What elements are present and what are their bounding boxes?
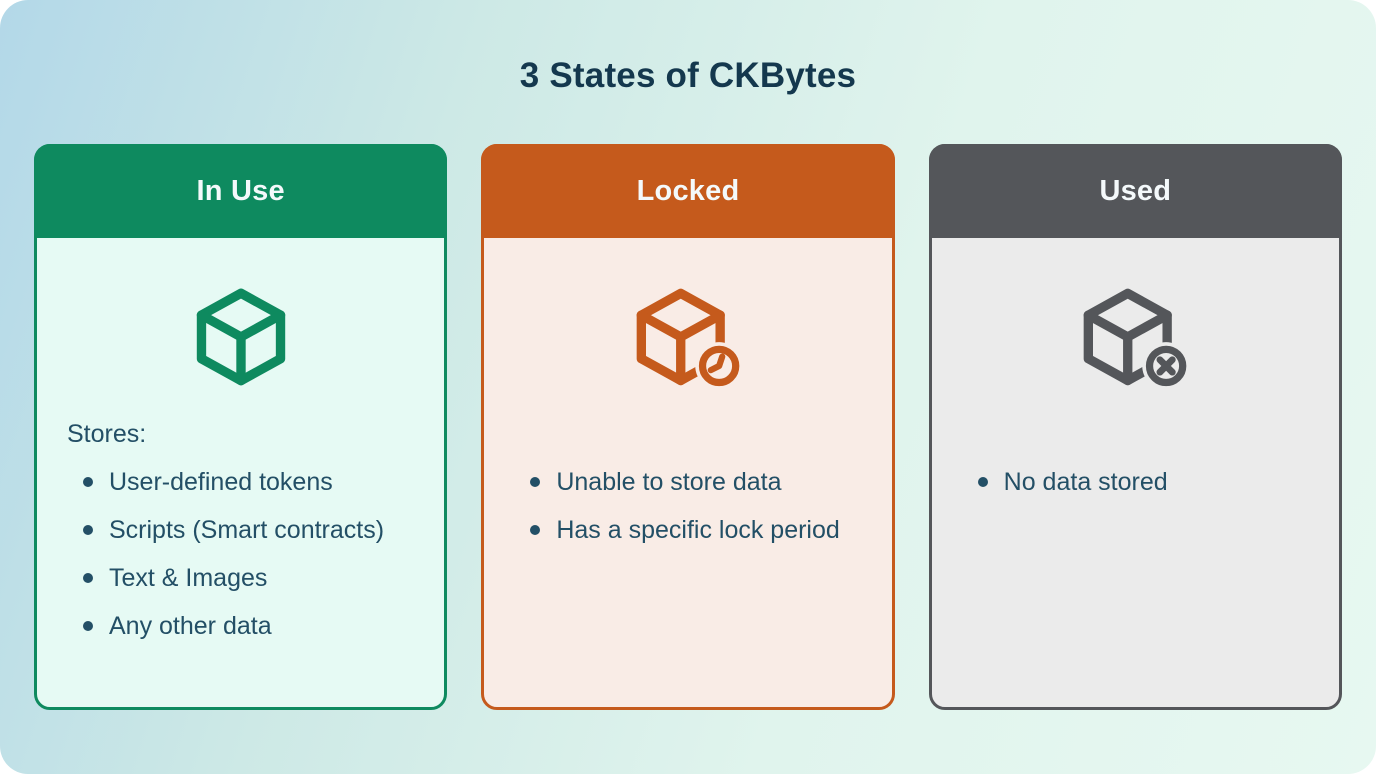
bullet-icon (530, 525, 541, 535)
card-used: Used No data stored (928, 144, 1342, 710)
card-intro: Stores: (67, 420, 147, 448)
list-item-label: Text & Images (109, 564, 268, 592)
list-item: User-defined tokens (69, 465, 430, 499)
list-item: Text & Images (69, 561, 430, 595)
list-item: Scripts (Smart contracts) (69, 513, 430, 547)
list-item: Has a specific lock period (516, 513, 877, 547)
bullet-icon (977, 477, 988, 487)
bullet-icon (83, 573, 93, 583)
list-item: Unable to store data (516, 465, 877, 499)
card-header: Used (928, 144, 1342, 238)
list-item-label: User-defined tokens (109, 468, 333, 496)
list-item: No data stored (964, 465, 1325, 499)
page-title: 3 States of CKBytes (519, 56, 857, 95)
bullet-icon (83, 525, 93, 535)
card-header-label: Used (1099, 174, 1172, 207)
card-header: In Use (34, 144, 448, 238)
list-item-label: Any other data (109, 612, 272, 640)
list-item-label: Scripts (Smart contracts) (109, 516, 385, 544)
bullet-icon (530, 477, 541, 487)
list-item-label: Unable to store data (556, 468, 782, 496)
list-item-label: Has a specific lock period (556, 516, 840, 544)
card-header-label: In Use (196, 174, 285, 207)
card-header-label: Locked (636, 174, 740, 207)
bullet-icon (83, 477, 93, 487)
cube-clock-icon (484, 287, 891, 391)
bullet-list: No data stored (964, 465, 1325, 513)
list-item: Any other data (69, 609, 430, 643)
list-item-label: No data stored (1003, 468, 1168, 496)
card-header: Locked (481, 144, 895, 238)
cube-icon (37, 287, 444, 391)
bullet-icon (83, 621, 93, 631)
cube-x-icon (932, 287, 1339, 391)
